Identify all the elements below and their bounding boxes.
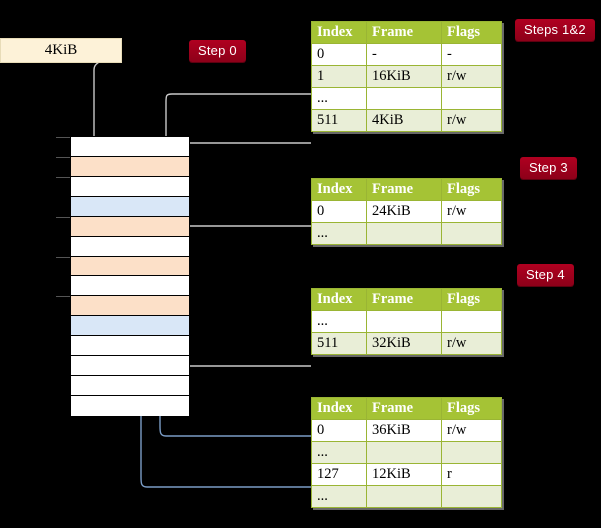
memory-frame-row (71, 196, 189, 217)
cell-flags: r (441, 463, 502, 486)
source-memory-tag: 4KiB (0, 38, 122, 63)
cell-flags: r/w (441, 200, 502, 223)
cell-index: ... (311, 485, 367, 508)
cell-flags (441, 222, 502, 245)
cell-frame: 4KiB (366, 109, 442, 132)
cell-index: 511 (311, 109, 367, 132)
cell-flags: - (441, 43, 502, 66)
column-header-index: Index (311, 397, 367, 420)
cell-flags: r/w (441, 419, 502, 442)
badge-step-0: Step 0 (189, 40, 246, 62)
column-header-flags: Flags (441, 288, 502, 311)
cell-index: 511 (311, 332, 367, 355)
cell-index: ... (311, 310, 367, 333)
table-row: ... (311, 87, 502, 110)
table-row: ... (311, 485, 502, 508)
column-header-flags: Flags (441, 21, 502, 44)
cell-flags: r/w (441, 332, 502, 355)
cell-index: 0 (311, 419, 367, 442)
column-header-flags: Flags (441, 397, 502, 420)
column-header-index: Index (311, 21, 367, 44)
badge-steps-1-2: Steps 1&2 (515, 19, 595, 41)
cell-flags (441, 87, 502, 110)
cell-frame: - (366, 43, 442, 66)
memory-frame-row (71, 316, 189, 337)
memory-frame-row (71, 236, 189, 257)
cell-frame: 16KiB (366, 65, 442, 88)
memory-frame-row (71, 276, 189, 297)
table-row: ... (311, 222, 502, 245)
badge-step-3: Step 3 (520, 157, 577, 179)
table-row: ... (311, 441, 502, 464)
memory-frame-row (71, 256, 189, 277)
cell-index: 0 (311, 200, 367, 223)
cell-flags: r/w (441, 65, 502, 88)
cell-frame (366, 87, 442, 110)
memory-row-tick (56, 216, 70, 218)
memory-frame-row (71, 356, 189, 377)
memory-row-tick (56, 176, 70, 178)
memory-frame-row (71, 216, 189, 237)
cell-index: ... (311, 441, 367, 464)
memory-row-tick (56, 296, 70, 298)
cell-index: 127 (311, 463, 367, 486)
memory-frame-row (71, 137, 189, 157)
cell-frame: 12KiB (366, 463, 442, 486)
memory-frame-row (71, 376, 189, 397)
memory-frame-row (71, 176, 189, 197)
cell-frame (366, 441, 442, 464)
cell-index: ... (311, 87, 367, 110)
cell-index: 1 (311, 65, 367, 88)
cell-index: ... (311, 222, 367, 245)
memory-frame-row (71, 396, 189, 416)
cell-index: 0 (311, 43, 367, 66)
badge-step-4: Step 4 (517, 264, 574, 286)
table-row: ... (311, 310, 502, 333)
cell-flags (441, 310, 502, 333)
memory-frame-row (71, 156, 189, 177)
cell-frame (366, 310, 442, 333)
column-header-flags: Flags (441, 178, 502, 201)
cell-flags (441, 485, 502, 508)
table-row: 0-- (311, 43, 502, 66)
cell-frame (366, 222, 442, 245)
memory-frame-row (71, 336, 189, 357)
column-header-frame: Frame (366, 21, 442, 44)
memory-row-tick (56, 137, 70, 138)
column-header-index: Index (311, 288, 367, 311)
cell-frame: 32KiB (366, 332, 442, 355)
cell-frame: 36KiB (366, 419, 442, 442)
column-header-frame: Frame (366, 397, 442, 420)
column-header-frame: Frame (366, 288, 442, 311)
column-header-index: Index (311, 178, 367, 201)
cell-flags (441, 441, 502, 464)
column-header-frame: Frame (366, 178, 442, 201)
cell-frame (366, 485, 442, 508)
physical-memory-column (56, 136, 190, 416)
cell-frame: 24KiB (366, 200, 442, 223)
memory-frame-row (71, 296, 189, 317)
cell-flags: r/w (441, 109, 502, 132)
memory-row-tick (56, 156, 70, 158)
memory-row-tick (56, 256, 70, 258)
